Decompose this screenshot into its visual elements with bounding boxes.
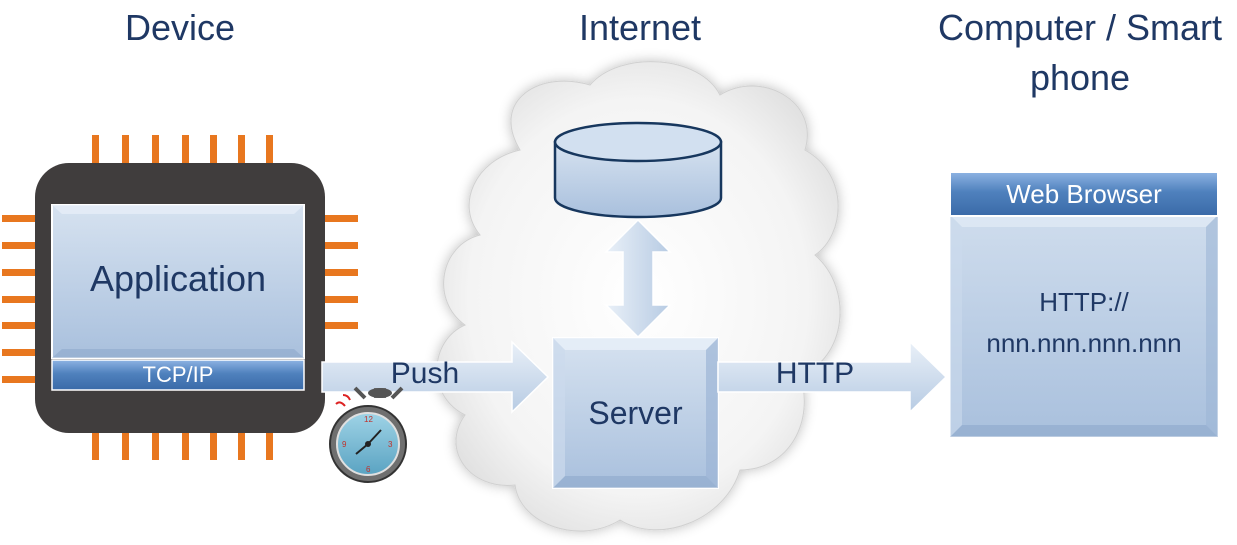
heading-internet: Internet <box>578 7 702 48</box>
push-label: Push <box>390 357 460 390</box>
svg-text:6: 6 <box>366 465 371 474</box>
push-arrow <box>321 340 550 414</box>
svg-text:12: 12 <box>364 415 373 424</box>
browser-title: Web Browser <box>1006 179 1162 209</box>
browser-url-line1: HTTP:// <box>1039 287 1129 317</box>
http-arrow <box>717 340 948 414</box>
http-label: HTTP <box>775 357 855 390</box>
tcpip-label: TCP/IP <box>142 362 214 387</box>
application-label: Application <box>89 258 267 299</box>
chip-pins-top <box>92 135 273 167</box>
browser-title-bar <box>949 171 1219 217</box>
svg-text:9: 9 <box>342 440 347 449</box>
browser-url-line2: nnn.nnn.nnn.nnn <box>986 328 1182 358</box>
chip-pins-bottom <box>92 428 273 460</box>
heading-client: Computer / Smart phone <box>937 7 1223 98</box>
stopwatch-icon: 12 3 6 9 <box>329 386 407 483</box>
svg-text:3: 3 <box>388 440 393 449</box>
database-icon <box>553 121 723 219</box>
chip-pins-right <box>320 215 358 329</box>
device-chip <box>2 135 358 460</box>
web-browser-window <box>949 171 1219 438</box>
server-box <box>552 337 719 489</box>
tcpip-bar <box>51 359 305 391</box>
server-label: Server <box>588 395 683 431</box>
chip-pins-left <box>2 215 40 383</box>
heading-device: Device <box>124 7 236 48</box>
